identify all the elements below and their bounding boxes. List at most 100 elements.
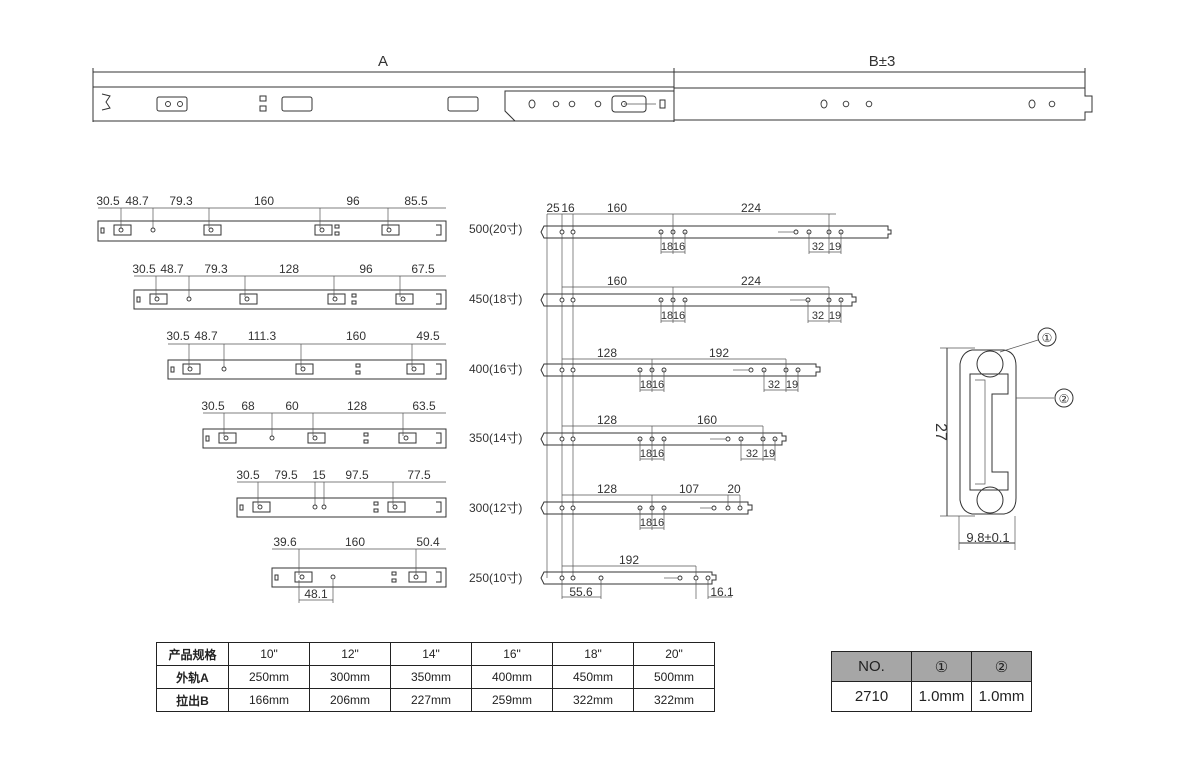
dim-label: 224: [741, 201, 761, 215]
dim-label: 97.5: [345, 468, 369, 482]
middle-rail-body: [504, 90, 675, 122]
spec-header-cell: 18": [552, 642, 634, 666]
inner-rail-450: 160 224 18 16 32 19: [540, 274, 857, 323]
dim-label: 160: [697, 413, 717, 427]
table-cell: 206mm: [309, 688, 391, 712]
dim-label: 16: [673, 310, 685, 322]
outer-rails-group: 30.5 48.7 79.3 160 96 85.5 500(20寸) 30: [96, 194, 522, 603]
dim-label: 30.5: [132, 262, 156, 276]
row-label: 拉出B: [156, 688, 229, 712]
dim-label: 39.6: [273, 535, 297, 549]
dim-label: 192: [619, 553, 639, 567]
inner-rail-body: [674, 87, 1093, 121]
table-cell: 1.0mm: [971, 681, 1032, 712]
callout-2-label: ②: [1059, 392, 1070, 406]
dim-label: 160: [345, 535, 365, 549]
dim-label: 48.7: [160, 262, 184, 276]
dim-label: 111.3: [248, 329, 277, 343]
dim-label: 15: [312, 468, 326, 482]
dim-label: 18: [661, 310, 673, 322]
dim-label: 48.7: [125, 194, 149, 208]
table-cell: 322mm: [633, 688, 715, 712]
dim-label: 55.6: [569, 585, 593, 599]
dimension-b-label: B±3: [869, 53, 896, 70]
dim-label: 18: [640, 517, 652, 529]
spec-header-cell: 16": [471, 642, 553, 666]
rail-length-label: 500(20寸): [469, 222, 522, 236]
dim-label: 19: [763, 448, 775, 460]
dim-label: 25: [546, 201, 560, 215]
table-cell: 166mm: [228, 688, 310, 712]
dim-label: 79.3: [204, 262, 228, 276]
material-table: NO. ① ② 2710 1.0mm 1.0mm: [831, 651, 1032, 712]
table-cell: 350mm: [390, 665, 472, 689]
material-header-cell: ②: [971, 651, 1032, 682]
callout-1-circle: [1037, 327, 1057, 347]
bearing-ball-top: [976, 350, 1004, 378]
dim-label: 32: [746, 448, 758, 460]
dim-label: 19: [786, 379, 798, 391]
table-row: 拉出B 166mm 206mm 227mm 259mm 322mm 322mm: [156, 688, 715, 712]
dim-label: 224: [741, 274, 761, 288]
inner-rails-group: 25 16 160 224 18 16 32 19 160 224 18 16: [540, 201, 892, 599]
spec-header-cell: 产品规格: [156, 642, 229, 666]
dim-label: 18: [661, 241, 673, 253]
table-cell: 300mm: [309, 665, 391, 689]
rail-length-label: 400(16寸): [469, 362, 522, 376]
dim-label: 30.5: [166, 329, 190, 343]
spec-table: 产品规格 10" 12" 14" 16" 18" 20" 外轨A 250mm 3…: [156, 642, 715, 712]
dim-label: 48.7: [194, 329, 218, 343]
inner-rail-400: 128 192 18 16 32 19: [540, 346, 821, 392]
dim-label: 68: [241, 399, 255, 413]
table-row: 2710 1.0mm 1.0mm: [831, 681, 1032, 712]
dim-label: 32: [768, 379, 780, 391]
inner-rail-350: 128 160 18 16 32 19: [540, 413, 787, 461]
outer-rail-350: 30.5 68 60 128 63.5 350(14寸): [201, 399, 522, 449]
dim-label: 48.1: [304, 587, 328, 601]
dim-label: 16.1: [710, 585, 734, 599]
dim-label: 30.5: [96, 194, 120, 208]
rail-length-label: 450(18寸): [469, 292, 522, 306]
outer-profile: [959, 349, 1017, 515]
table-cell: 227mm: [390, 688, 472, 712]
dim-label: 16: [673, 241, 685, 253]
callout-2-circle: [1054, 388, 1074, 408]
spec-header-cell: 10": [228, 642, 310, 666]
dim-label: 160: [607, 201, 627, 215]
dim-label: 16: [652, 448, 664, 460]
dim-label: 16: [652, 517, 664, 529]
dim-label: 19: [829, 241, 841, 253]
rail-length-label: 350(14寸): [469, 431, 522, 445]
table-cell: 322mm: [552, 688, 634, 712]
dim-label: 128: [347, 399, 367, 413]
rail-length-label: 300(12寸): [469, 501, 522, 515]
dim-label: 128: [597, 413, 617, 427]
rail-length-label: 250(10寸): [469, 571, 522, 585]
dim-label: 160: [254, 194, 274, 208]
material-header-cell: ①: [911, 651, 972, 682]
dim-label: 77.5: [407, 468, 431, 482]
dim-label: 67.5: [411, 262, 435, 276]
callout-1-label: ①: [1042, 331, 1053, 345]
dim-label: 16: [652, 379, 664, 391]
profile-height-label: 27: [932, 423, 949, 441]
table-cell: 1.0mm: [911, 681, 972, 712]
table-cell: 500mm: [633, 665, 715, 689]
inner-profile: [969, 373, 1009, 491]
inner-rail-300: 128 107 20 18 16: [540, 482, 753, 530]
outer-rail-300: 30.5 79.5 15 97.5 77.5 300(12寸): [236, 468, 522, 518]
dim-label: 20: [727, 482, 741, 496]
spec-header-cell: 12": [309, 642, 391, 666]
table-cell: 400mm: [471, 665, 553, 689]
rail-end-tab: [101, 93, 111, 111]
table-cell: 250mm: [228, 665, 310, 689]
dim-label: 60: [285, 399, 299, 413]
dim-label: 128: [597, 482, 617, 496]
dim-label: 32: [812, 241, 824, 253]
bearing-ball-bottom: [976, 486, 1004, 514]
dim-label: 192: [709, 346, 729, 360]
dim-label: 107: [679, 482, 699, 496]
profile-width-label: 9.8±0.1: [966, 530, 1009, 545]
dim-label: 19: [829, 310, 841, 322]
